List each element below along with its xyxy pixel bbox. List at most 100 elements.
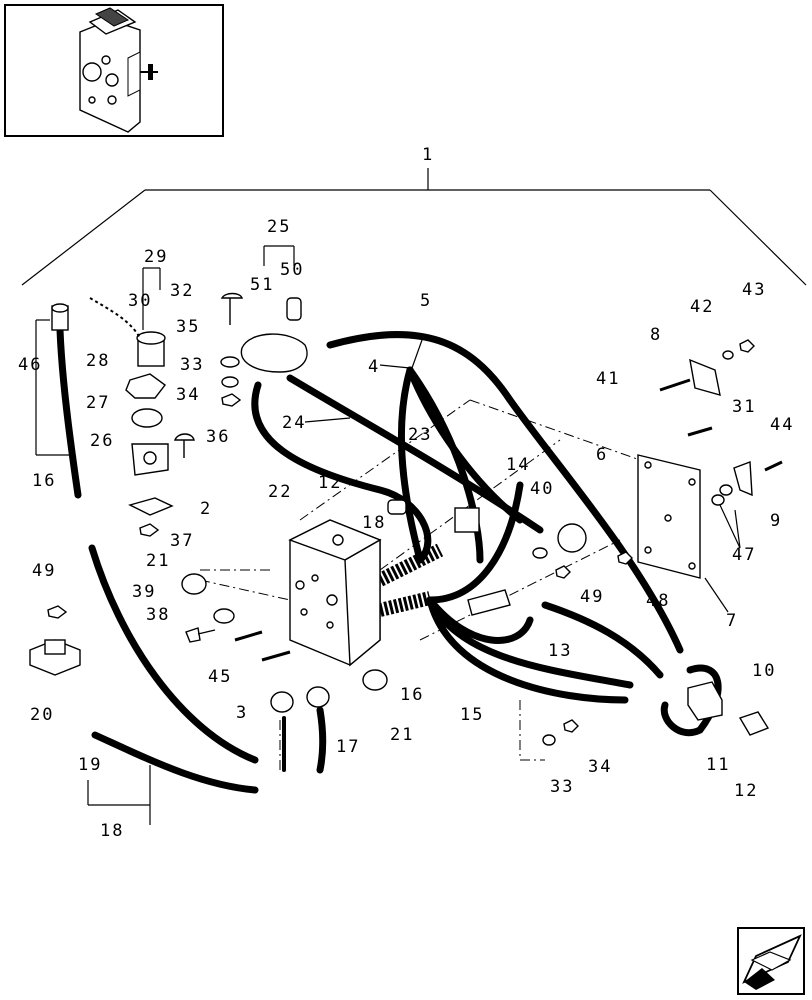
wire-4b — [286, 374, 544, 534]
wire-harness — [56, 326, 722, 794]
knob-12 — [738, 711, 770, 736]
assembly-lines — [199, 399, 641, 770]
wire-16-harness-b — [426, 596, 629, 704]
callout-34-top: 34 — [176, 385, 200, 405]
mounting-plate-7 — [637, 454, 701, 579]
nut-43 — [739, 339, 755, 353]
nut-28 — [125, 373, 166, 399]
connector-29-30 — [89, 297, 166, 367]
callout-5: 5 — [420, 291, 432, 311]
screw-41 — [659, 378, 691, 392]
callout-8: 8 — [650, 325, 662, 345]
callout-24: 24 — [282, 413, 306, 433]
callout-11: 11 — [706, 755, 730, 775]
callout-21-left: 21 — [146, 551, 170, 571]
cap-21b — [362, 669, 388, 691]
callout-36: 36 — [206, 427, 230, 447]
bulb-50 — [286, 297, 302, 321]
callout-20: 20 — [30, 705, 54, 725]
callout-33-top: 33 — [180, 355, 204, 375]
callout-40: 40 — [530, 479, 554, 499]
relay-20 — [29, 639, 81, 676]
valve-block-22 — [288, 519, 382, 667]
callout-46: 46 — [18, 355, 42, 375]
callout-28: 28 — [86, 351, 110, 371]
washer-35 — [220, 356, 240, 368]
callout-51: 51 — [250, 275, 274, 295]
wire-16-upper — [56, 326, 82, 499]
callout-9: 9 — [770, 511, 782, 531]
wire-4d — [397, 366, 424, 564]
wire-13 — [541, 601, 664, 679]
clip-8 — [689, 358, 721, 396]
callout-49-left: 49 — [32, 561, 56, 581]
cover-51 — [240, 333, 308, 373]
cap-17 — [306, 686, 330, 708]
leader-lines — [35, 245, 741, 825]
wire-18 — [91, 731, 259, 794]
clip-2 — [128, 497, 174, 516]
lamp-12-center — [387, 499, 407, 515]
callout-labels: 1 25 29 50 51 32 30 5 43 42 35 46 28 33 … — [18, 145, 792, 841]
bracket-9 — [733, 461, 753, 497]
callout-3: 3 — [236, 703, 248, 723]
callout-34-bottom: 34 — [588, 757, 612, 777]
callout-13: 13 — [548, 641, 572, 661]
cap-3 — [270, 691, 294, 713]
cap-21a — [181, 573, 207, 595]
wire-17 — [316, 706, 327, 774]
next-page-arrow-icon[interactable] — [737, 927, 805, 995]
wire-5 — [326, 331, 684, 654]
callout-18-center: 18 — [362, 513, 386, 533]
washer-40 — [532, 547, 548, 559]
gauge-6 — [557, 523, 587, 553]
bolt-38 — [185, 627, 216, 643]
wire-harness-bundle-2 — [378, 591, 432, 617]
callout-16-center: 16 — [400, 685, 424, 705]
connector-15 — [467, 589, 511, 616]
washer-33 — [221, 376, 239, 388]
callout-25: 25 — [267, 217, 291, 237]
callout-30: 30 — [128, 291, 152, 311]
nut-48 — [617, 551, 633, 565]
wire-24 — [251, 381, 432, 564]
callout-23: 23 — [408, 425, 432, 445]
callout-27: 27 — [86, 393, 110, 413]
switch-23 — [454, 507, 480, 533]
wire-4c — [406, 366, 484, 564]
callout-12-center: 12 — [318, 473, 342, 493]
wire-14 — [426, 481, 524, 604]
callout-12-right: 12 — [734, 781, 758, 801]
nut-34-bottom — [563, 719, 579, 733]
callout-17: 17 — [336, 737, 360, 757]
callout-16-left: 16 — [32, 471, 56, 491]
callout-18-bottom: 18 — [100, 821, 124, 841]
callout-7: 7 — [726, 611, 738, 631]
screw-44 — [764, 460, 783, 472]
nut-49-center — [555, 565, 571, 579]
nut-49-left — [47, 605, 68, 619]
callout-35: 35 — [176, 317, 200, 337]
switch-box-thumbnail-icon — [79, 7, 158, 133]
callout-45: 45 — [208, 667, 232, 687]
assembly-bracket — [21, 168, 807, 286]
nut-34 — [221, 393, 242, 407]
wire-16-lower — [88, 544, 259, 764]
callout-43: 43 — [742, 280, 766, 300]
screw-45b — [261, 650, 291, 662]
washer-42 — [722, 350, 734, 360]
washer-47b — [719, 484, 733, 496]
callout-42: 42 — [690, 297, 714, 317]
thumbnail-panel — [4, 4, 224, 137]
callout-15: 15 — [460, 705, 484, 725]
callout-32: 32 — [170, 281, 194, 301]
connector-46 — [51, 303, 69, 331]
washer-47a — [711, 494, 725, 506]
wire-harness-bundle — [376, 543, 444, 587]
callout-41: 41 — [596, 369, 620, 389]
screw-32 — [220, 292, 243, 325]
callout-21-center: 21 — [390, 725, 414, 745]
callout-50: 50 — [280, 260, 304, 280]
screw-36 — [173, 433, 195, 458]
